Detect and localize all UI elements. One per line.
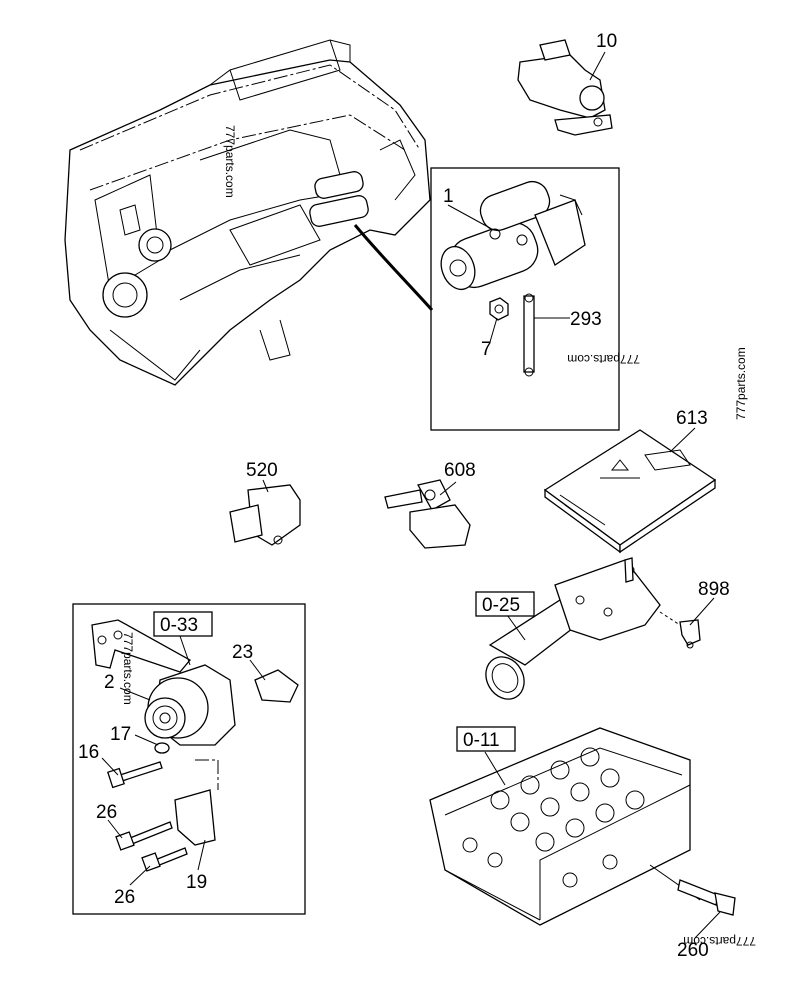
label-17: 17	[110, 724, 131, 745]
label-26-upper: 26	[96, 802, 117, 823]
thermostat-housing-0-25	[485, 557, 661, 700]
alternator-2	[144, 664, 236, 746]
alternator-detail-frame	[72, 603, 306, 915]
label-16: 16	[78, 742, 99, 763]
ecu-613	[543, 429, 717, 554]
adjust-plate-19	[174, 759, 219, 846]
watermark: 777parts.com	[223, 125, 237, 198]
label-293: 293	[570, 309, 602, 330]
washer-17	[154, 742, 170, 754]
sensor-10	[517, 39, 613, 136]
leader-lines	[101, 51, 721, 939]
sensor-608	[384, 479, 471, 549]
label-0-11: 0-11	[463, 730, 500, 751]
bolt-16	[107, 761, 163, 789]
watermark: 777parts.com	[683, 934, 756, 948]
bolt-26-upper	[115, 821, 173, 851]
callout-box-0-11	[456, 726, 516, 752]
label-608: 608	[444, 460, 476, 481]
label-520: 520	[246, 460, 278, 481]
label-26-lower: 26	[114, 887, 135, 908]
label-23: 23	[232, 642, 253, 663]
callout-box-0-25	[475, 591, 535, 617]
label-0-33: 0-33	[160, 615, 198, 636]
starter-leader-curve	[353, 224, 434, 312]
label-898: 898	[698, 579, 730, 600]
watermark: 777parts.com	[121, 632, 135, 705]
watermark: 777parts.com	[734, 347, 748, 420]
label-7: 7	[481, 339, 492, 360]
label-613: 613	[676, 408, 708, 429]
label-260: 260	[677, 940, 709, 961]
label-0-25: 0-25	[482, 595, 520, 616]
sensor-260	[649, 864, 736, 916]
engine-assembly	[64, 39, 431, 386]
sensor-898	[659, 611, 701, 649]
label-1: 1	[443, 186, 454, 207]
bracket-23	[254, 669, 299, 703]
callout-box-0-33	[153, 611, 213, 637]
label-10: 10	[596, 31, 617, 52]
label-19: 19	[186, 872, 207, 893]
starter-motor	[440, 180, 586, 291]
alternator-bracket	[91, 619, 192, 673]
nut-7	[489, 297, 509, 321]
watermark: 777parts.com	[567, 352, 640, 366]
starter-detail-frame	[430, 167, 620, 431]
cylinder-head-0-11	[429, 727, 691, 926]
label-2: 2	[104, 672, 115, 693]
bolt-26-lower	[141, 847, 188, 872]
sensor-520	[229, 484, 301, 546]
battery-cable-293	[523, 293, 535, 377]
